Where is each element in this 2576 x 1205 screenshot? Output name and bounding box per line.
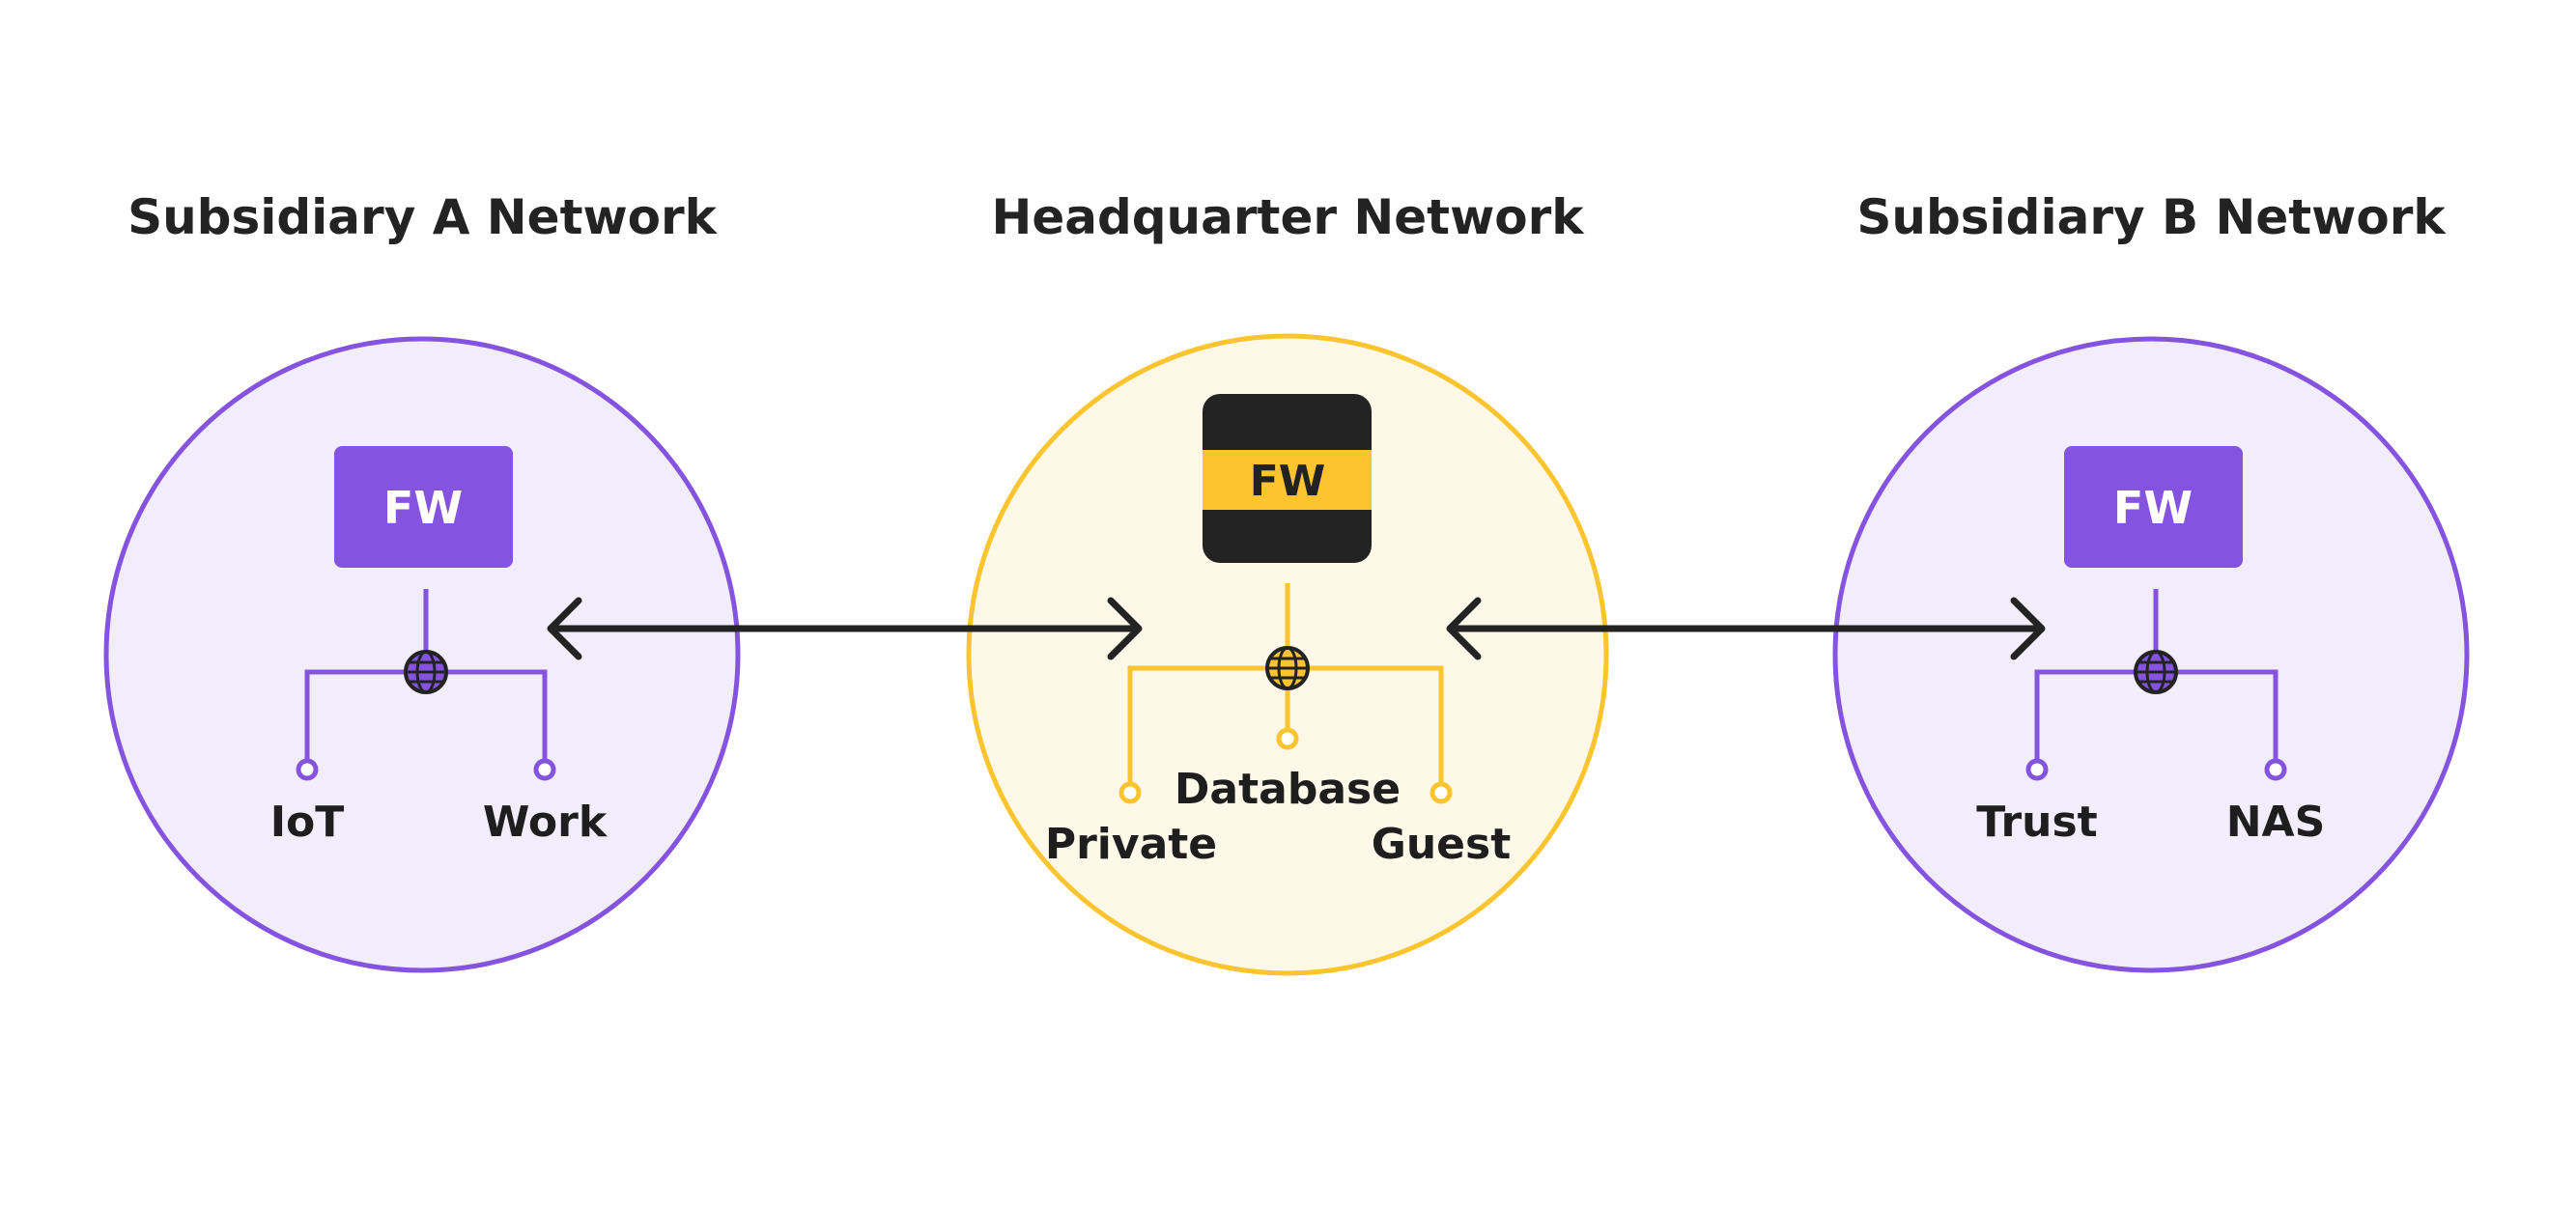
iot-endpoint-dot: [296, 758, 319, 781]
guest-endpoint-dot: [1430, 781, 1453, 804]
trust-endpoint-dot: [2025, 758, 2049, 781]
endpoint-iot: IoT: [270, 798, 345, 847]
subsidiary-b-network: FW Trust NAS: [1832, 336, 2470, 973]
link-a-to-hq: [547, 597, 1143, 660]
title-subsidiary-b: Subsidiary B Network: [1856, 189, 2447, 245]
title-headquarter: Headquarter Network: [991, 189, 1585, 245]
endpoint-database: Database: [1175, 765, 1401, 814]
headquarter-firewall[interactable]: [1203, 394, 1372, 563]
private-endpoint-dot: [1118, 781, 1142, 804]
work-endpoint-dot: [533, 758, 556, 781]
subsidiary-a-firewall[interactable]: [334, 446, 513, 568]
title-subsidiary-a: Subsidiary A Network: [127, 189, 719, 245]
headquarter-firewall-label: FW: [1250, 457, 1326, 506]
nas-endpoint-dot: [2264, 758, 2287, 781]
endpoint-guest: Guest: [1372, 820, 1512, 869]
subsidiary-b-firewall[interactable]: [2064, 446, 2243, 568]
double-arrow-icon: [1446, 597, 1482, 660]
subsidiary-a-network: FW IoT Work: [103, 336, 741, 973]
endpoint-nas: NAS: [2226, 798, 2326, 847]
double-arrow-icon: [547, 597, 582, 660]
endpoint-trust: Trust: [1976, 798, 2097, 847]
endpoint-work: Work: [483, 798, 609, 847]
link-hq-to-b: [1446, 597, 2046, 660]
subsidiary-a-firewall-label: FW: [383, 482, 463, 534]
database-endpoint-dot: [1276, 727, 1299, 750]
subsidiary-b-firewall-label: FW: [2113, 482, 2193, 534]
headquarter-network: FW Private Database Guest: [966, 333, 1609, 976]
endpoint-private: Private: [1045, 820, 1217, 869]
